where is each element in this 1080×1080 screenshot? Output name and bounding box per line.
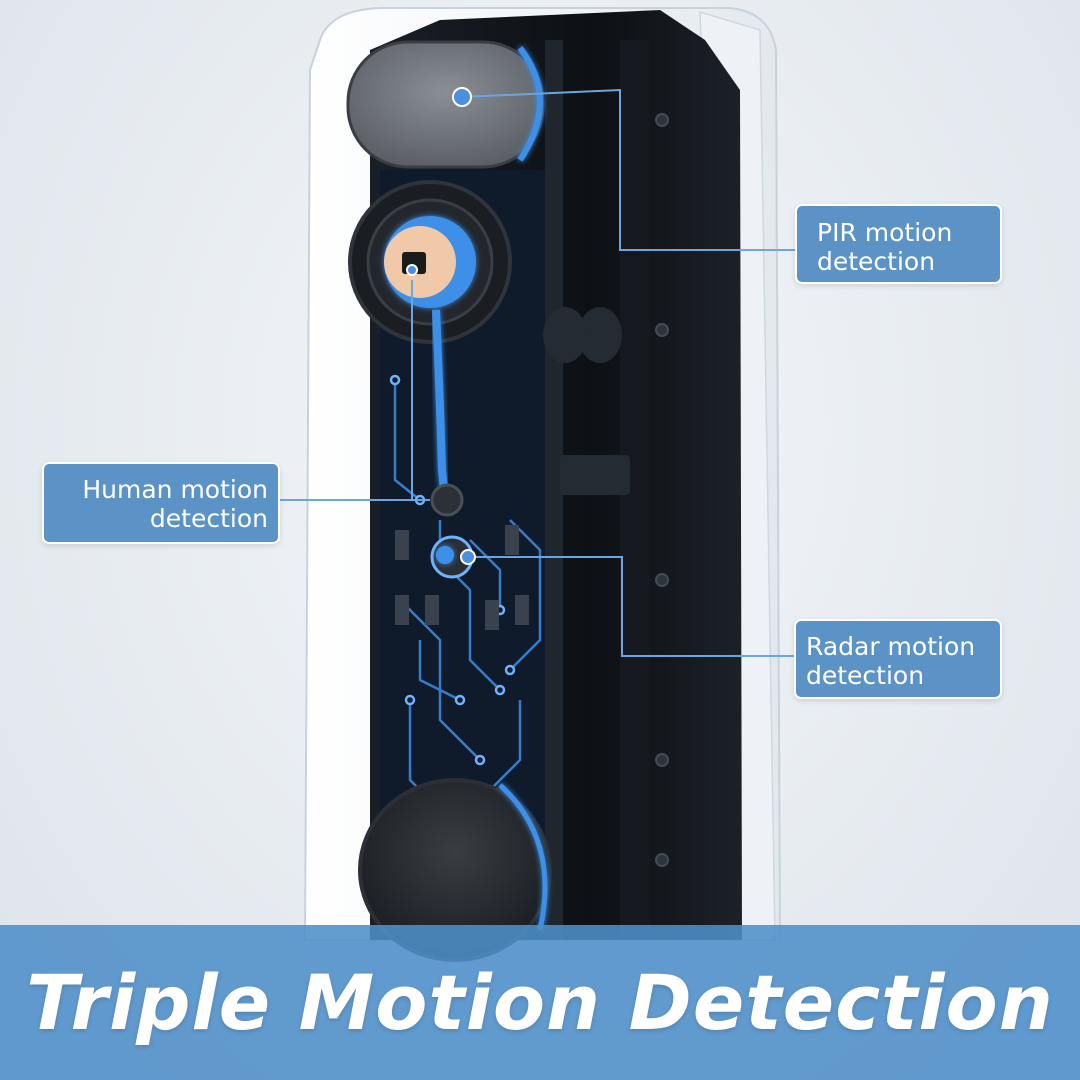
callout-human-line2: detection [149, 504, 268, 533]
circuit-chips [395, 525, 529, 630]
banner-title: Triple Motion Detection [26, 958, 1054, 1047]
radar-sensor-core [436, 546, 454, 564]
housing-bumps [543, 307, 630, 495]
bottom-banner [0, 925, 1080, 1080]
callout-pir-motion: PIR motion detection [795, 204, 1002, 284]
callout-human-motion: Human motion detection [42, 462, 280, 544]
callout-radar-line1: Radar motion [806, 632, 976, 661]
inner-divider [545, 40, 563, 940]
human-sensor [430, 483, 464, 517]
callout-pir-line1: PIR motion [817, 218, 953, 247]
callout-human-line1: Human motion [82, 475, 268, 504]
callout-pir-line2: detection [817, 247, 936, 276]
callout-radar-motion: Radar motion detection [794, 619, 1002, 699]
callout-leader-dots [406, 87, 476, 565]
callout-leader-lines [280, 88, 795, 657]
circuit-traces [393, 380, 542, 821]
flex-cable-glow [432, 309, 448, 491]
housing-screws [655, 113, 669, 867]
pir-glow-arc [517, 46, 543, 162]
speaker-glow-arc [498, 783, 548, 931]
callout-radar-line2: detection [806, 661, 925, 690]
